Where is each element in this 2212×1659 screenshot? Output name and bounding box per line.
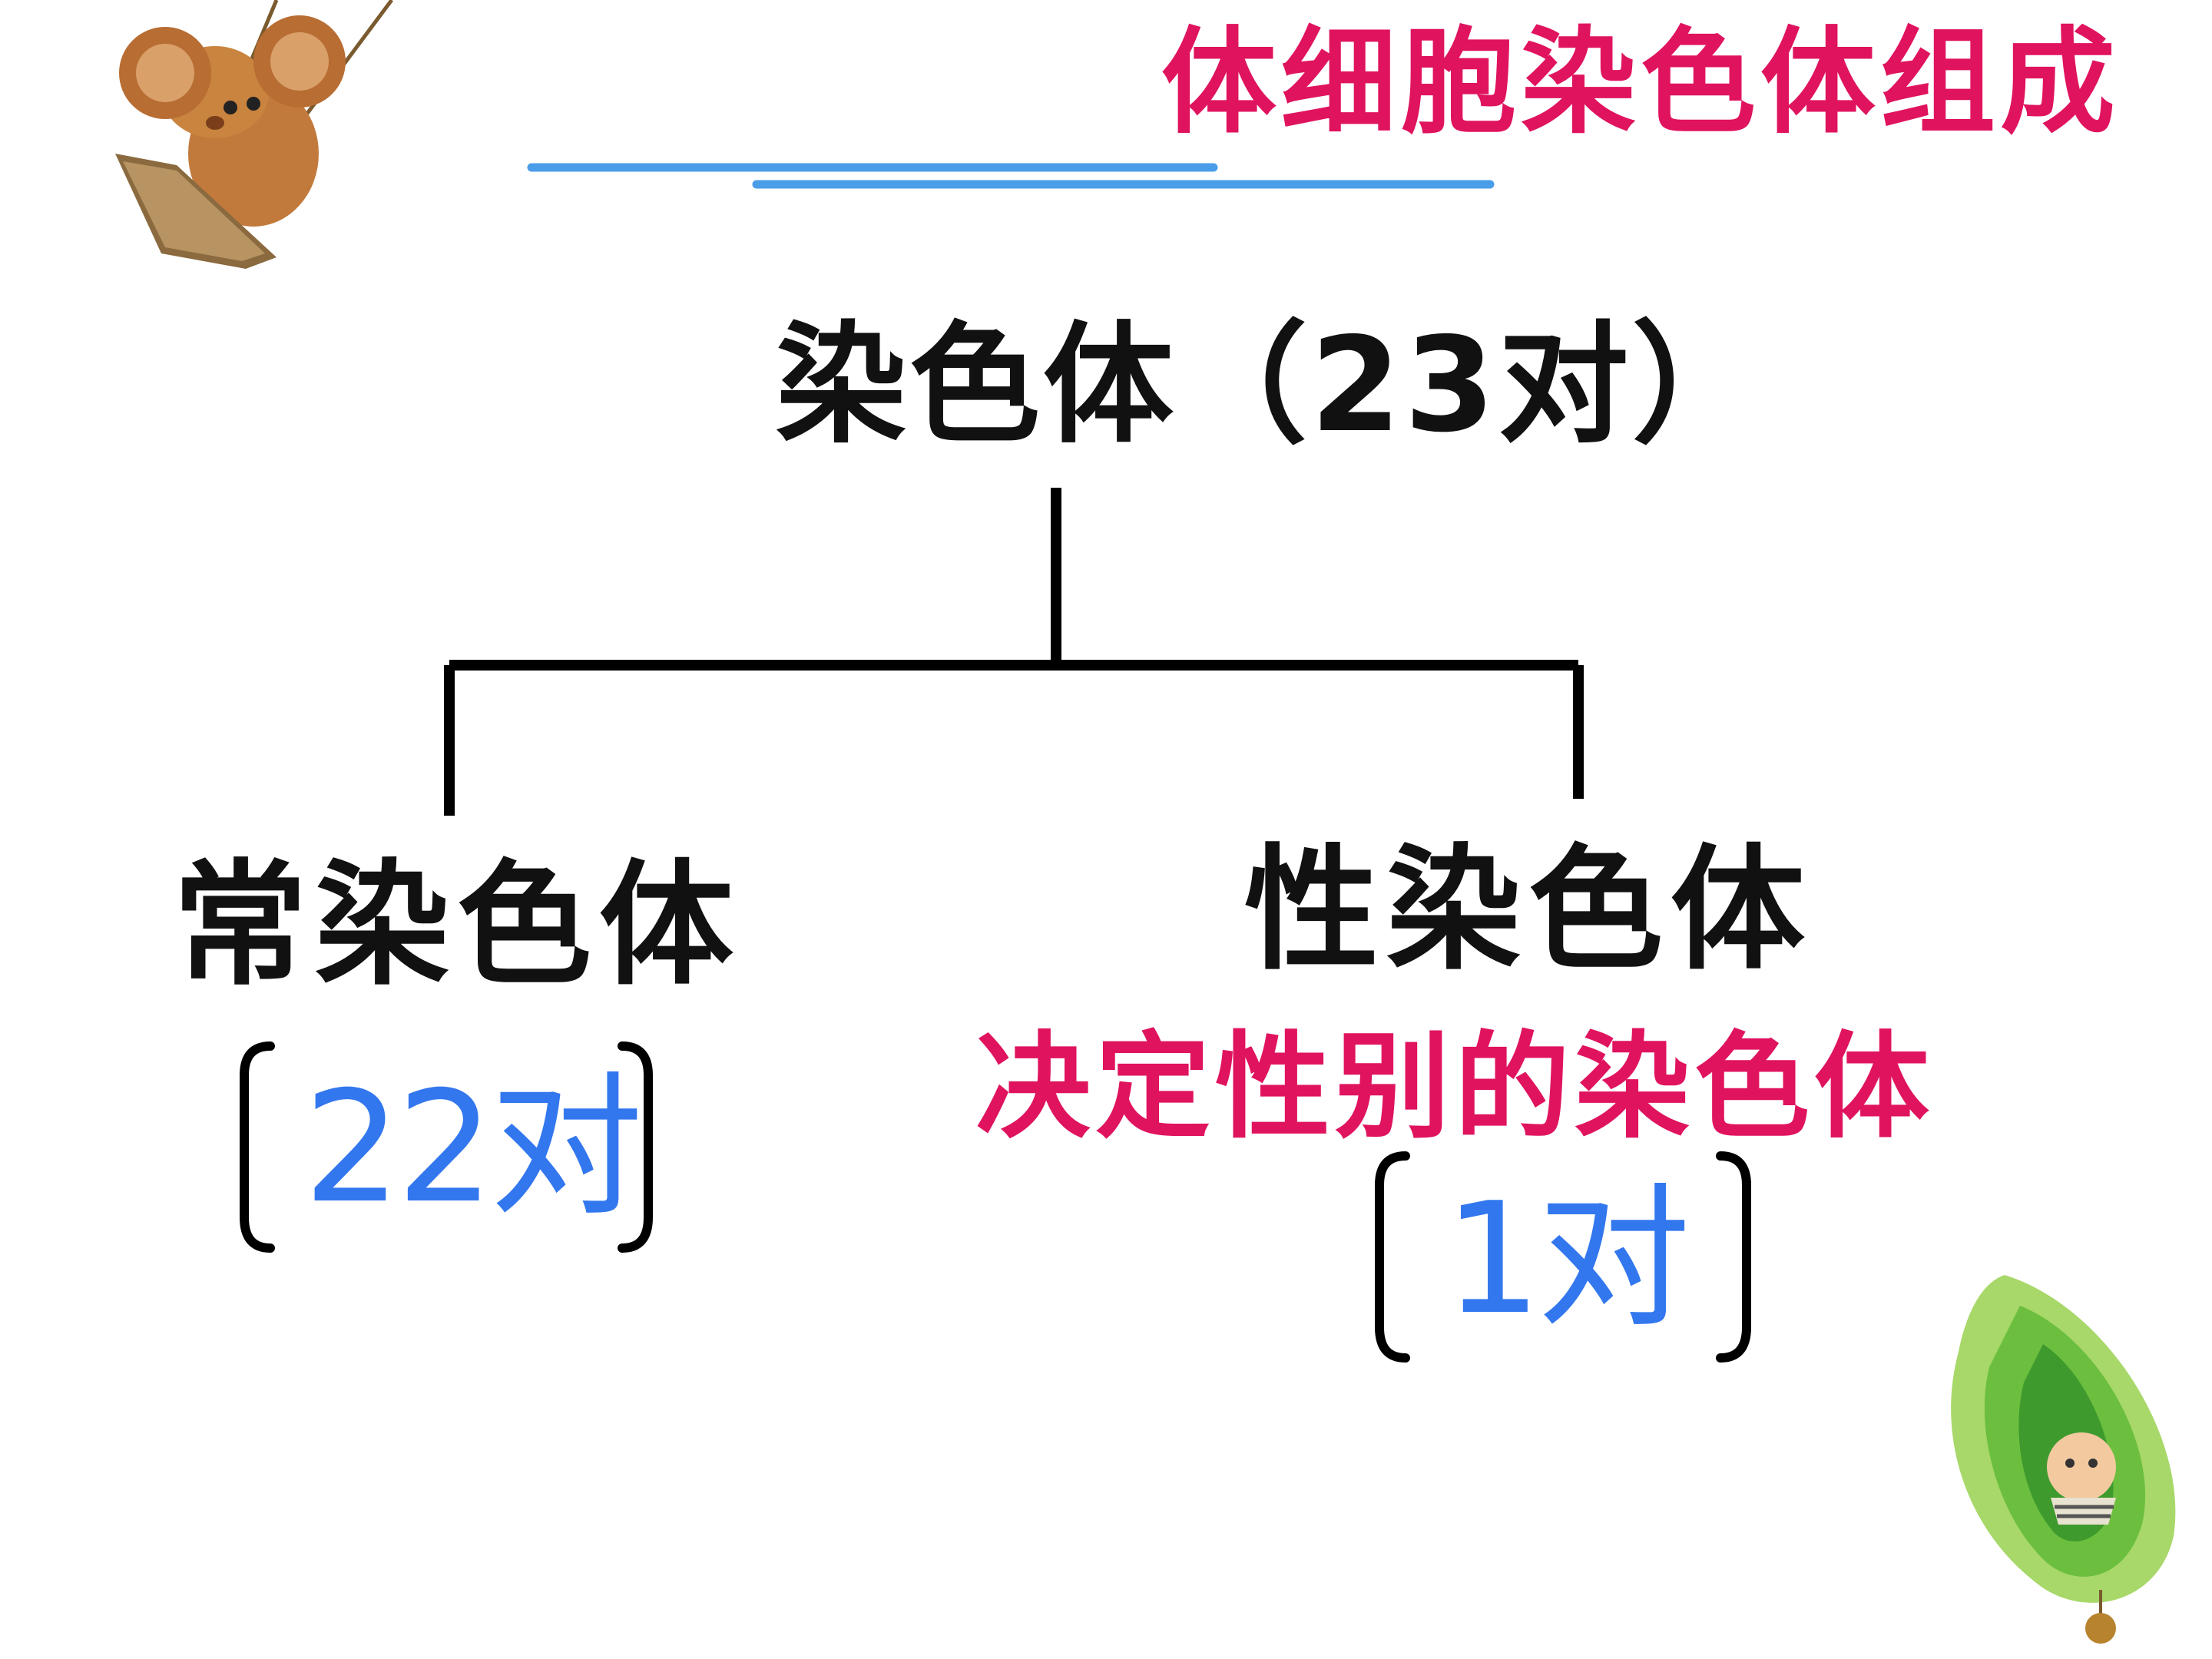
- slide-title: 体细胞染色体组成: [1161, 16, 2120, 150]
- branch-sex-chromosomes-label: 性染色体: [1244, 833, 1813, 988]
- child-in-leaves-illustration: [1951, 1275, 2176, 1644]
- branch-autosomes-label: 常染色体: [173, 848, 741, 1004]
- sex-chromosome-description: 决定性别的染色体: [975, 1021, 1935, 1154]
- tree-connector: [444, 488, 1584, 816]
- root-node-chromosomes: 染色体（23对）: [776, 310, 1766, 462]
- sex-chromosome-pair-count: 1对: [1444, 1170, 1690, 1349]
- bracket-left: [240, 1041, 653, 1253]
- autosome-pair-count: 22对: [303, 1058, 643, 1237]
- mouse-on-swing-illustration: [115, 0, 394, 269]
- title-underline: [527, 163, 1495, 189]
- bracket-right: [1375, 1151, 1751, 1363]
